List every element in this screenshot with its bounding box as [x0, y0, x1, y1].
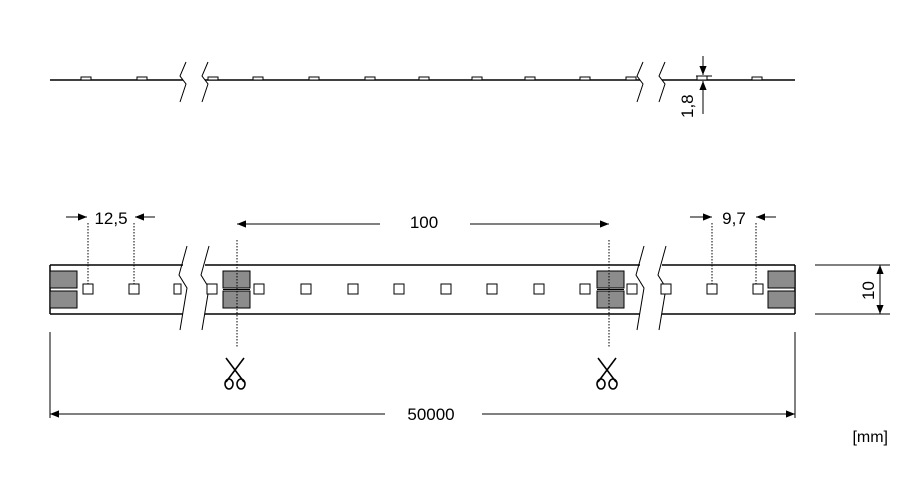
solder-pad [596, 270, 625, 289]
side-view-break-1a [179, 61, 187, 103]
pitch-start-dimension [66, 213, 155, 284]
side-view-break-2a [636, 61, 644, 103]
width-dimension [815, 264, 890, 315]
top-led [173, 283, 182, 295]
side-led [136, 76, 148, 81]
side-view-break-1b [201, 61, 209, 103]
side-led [579, 76, 591, 81]
top-led [579, 283, 591, 295]
side-view-leds [80, 75, 763, 81]
top-view-break-2a [635, 245, 645, 331]
pitch-end-dimension [690, 213, 776, 284]
top-led [82, 283, 94, 295]
pitch-start-label: 12,5 [94, 209, 127, 228]
side-led [625, 76, 637, 81]
scissors-icon [224, 357, 246, 390]
top-led [347, 283, 359, 295]
side-led [751, 76, 763, 81]
top-led [752, 283, 764, 295]
top-led [440, 283, 452, 295]
side-led [364, 76, 376, 81]
top-view-break-2b [657, 245, 667, 331]
total-length-dimension [49, 332, 796, 418]
unit-label: [mm] [852, 429, 888, 446]
solder-pad [767, 290, 796, 309]
side-led [524, 76, 536, 81]
top-led [206, 283, 218, 295]
solder-pad [596, 290, 625, 309]
top-led [626, 283, 638, 295]
top-led [253, 283, 265, 295]
side-led [80, 76, 92, 81]
side-led [696, 75, 708, 81]
top-led [660, 283, 672, 295]
height-dimension [696, 56, 712, 114]
scissors-icon [596, 357, 618, 390]
pitch-end-label: 9,7 [722, 209, 746, 228]
top-led [128, 283, 140, 295]
side-led [471, 76, 483, 81]
side-led [308, 76, 320, 81]
side-led [418, 76, 430, 81]
top-led [706, 283, 718, 295]
height-dimension-label: 1,8 [678, 94, 697, 118]
solder-pad [49, 270, 78, 289]
top-led [300, 283, 312, 295]
side-led [207, 76, 219, 81]
solder-pads [49, 270, 796, 309]
cut-section-dimension [236, 220, 610, 348]
top-view-leds [82, 283, 764, 295]
cut-section-label: 100 [410, 213, 438, 232]
top-led [533, 283, 545, 295]
solder-pad [222, 290, 251, 309]
top-view-break-1b [200, 245, 210, 331]
top-view-break-1a [178, 245, 188, 331]
top-led [486, 283, 498, 295]
solder-pad [767, 270, 796, 289]
width-label: 10 [859, 281, 878, 300]
solder-pad [49, 290, 78, 309]
total-length-label: 50000 [407, 405, 454, 424]
top-view-strip [49, 245, 796, 331]
side-view-break-2b [658, 61, 666, 103]
top-led [393, 283, 405, 295]
side-led [252, 76, 264, 81]
